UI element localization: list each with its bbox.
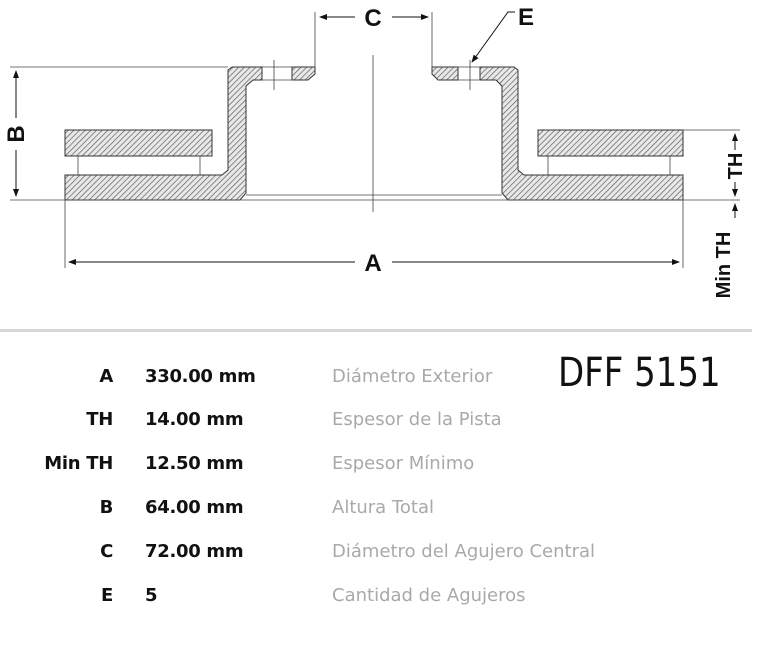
dimension-label-a: A [364, 250, 381, 277]
dimension-label-c: C [364, 5, 381, 32]
dimension-label-min-th: Min TH [713, 232, 735, 299]
spec-value: 5 [145, 585, 158, 606]
product-code: DFF 5151 [558, 350, 721, 396]
spec-value: 12.50 mm [145, 453, 244, 474]
spec-label: B [99, 497, 114, 518]
dimension-label-b: B [3, 125, 30, 142]
spec-description: Cantidad de Agujeros [332, 585, 526, 606]
spec-row-min-th: Min TH 12.50 mm Espesor Mínimo [0, 453, 763, 483]
spec-label: TH [86, 409, 113, 430]
spec-label: E [101, 585, 113, 606]
brake-disc-cross-section-diagram: C E A B TH Min TH [3, 4, 747, 299]
spec-value: 72.00 mm [145, 541, 244, 562]
spec-label: C [100, 541, 113, 562]
spec-row-th: TH 14.00 mm Espesor de la Pista [0, 409, 763, 439]
spec-row-a: A 330.00 mm Diámetro Exterior [0, 366, 763, 396]
spec-row-c: C 72.00 mm Diámetro del Agujero Central [0, 541, 763, 571]
dimension-label-th: TH [725, 153, 747, 180]
spec-row-b: B 64.00 mm Altura Total [0, 497, 763, 527]
dimension-arrows [13, 11, 738, 265]
spec-description: Diámetro del Agujero Central [332, 541, 596, 562]
dimension-label-e: E [518, 4, 534, 31]
spec-value: 64.00 mm [145, 497, 244, 518]
spec-description: Diámetro Exterior [332, 366, 493, 387]
construction-lines [10, 12, 740, 268]
spec-label: Min TH [44, 453, 113, 474]
spec-value: 330.00 mm [145, 366, 256, 387]
spec-description: Espesor de la Pista [332, 409, 502, 430]
disc-section [64, 66, 684, 201]
section-divider [0, 329, 752, 332]
spec-label: A [99, 366, 113, 387]
spec-description: Espesor Mínimo [332, 453, 475, 474]
spec-value: 14.00 mm [145, 409, 244, 430]
spec-row-e: E 5 Cantidad de Agujeros [0, 585, 763, 615]
spec-description: Altura Total [332, 497, 434, 518]
